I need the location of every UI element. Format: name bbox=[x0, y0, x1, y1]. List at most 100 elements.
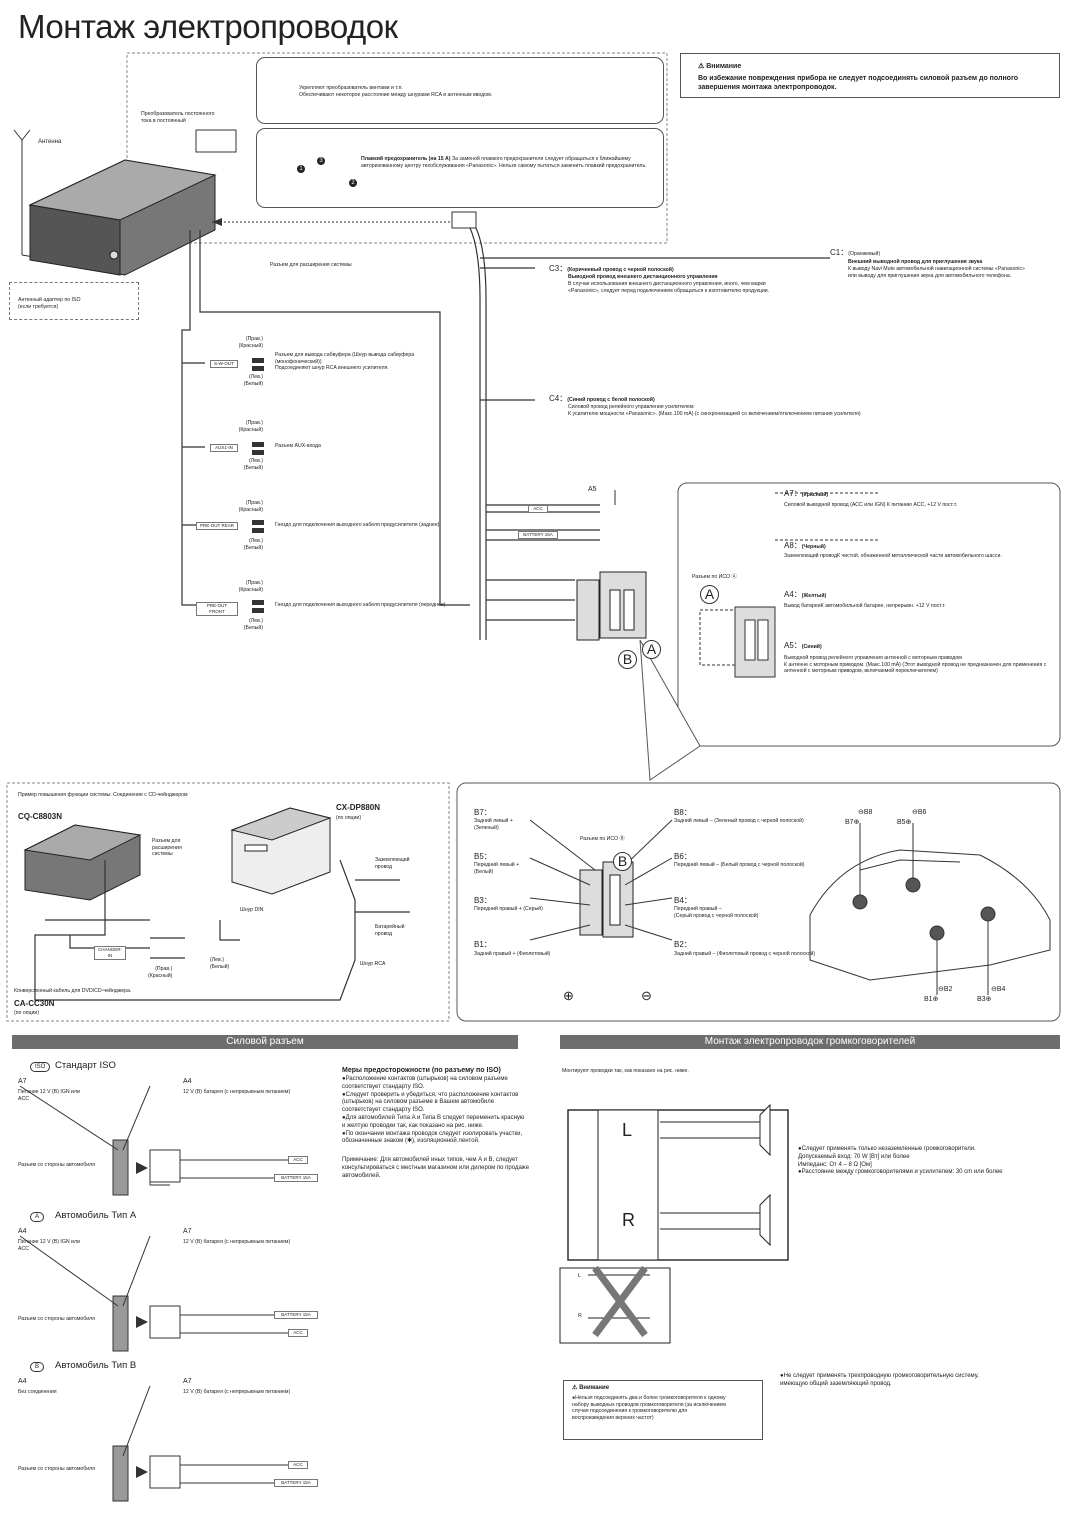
speaker-map-frame bbox=[456, 782, 1061, 1022]
b1-label: B1： bbox=[474, 940, 492, 949]
aux-left: (Лев.)(Белый) bbox=[243, 458, 263, 471]
b6-text: Передний левый – (Белый провод с черной … bbox=[674, 862, 805, 868]
a5-text: Выводной провод релейного управления ант… bbox=[784, 655, 1047, 674]
iso-car-side: Разъем со стороны автомобиля bbox=[18, 1162, 95, 1168]
a8-text: Заземляющий проводК чистой, обнаженной м… bbox=[784, 553, 1002, 559]
type-a-battery-tag: BATTERY 15A bbox=[274, 1311, 318, 1319]
type-b-battery-tag: BATTERY 15A bbox=[274, 1479, 318, 1487]
three-wire-note: ●Не следует применять трехпроводную гром… bbox=[780, 1373, 979, 1387]
front-tag: PRE-OUT FRONT bbox=[196, 602, 238, 616]
acc-tag: ACC bbox=[528, 505, 548, 513]
type-b-car-side: Разъем со стороны автомобиля bbox=[18, 1466, 95, 1472]
expansion-label: Разъем для расширения системы bbox=[270, 262, 352, 268]
iso-a7: A7 bbox=[18, 1078, 27, 1085]
a5-tag: A5 bbox=[588, 486, 597, 493]
type-b-battery-cont: 12 V (B) батарея (с непрерывным питанием… bbox=[183, 1389, 291, 1395]
b7-label: B7： bbox=[474, 808, 492, 817]
top-dashed-frame bbox=[126, 52, 668, 244]
iso-power-ign: Питание 12 V (B) IGN или ACC bbox=[18, 1089, 80, 1102]
type-b-logo: B bbox=[30, 1362, 45, 1372]
car-b3: B3⊕ bbox=[977, 996, 992, 1003]
iso-detail-box bbox=[677, 482, 1061, 747]
sw-left: (Лев.)(Белый) bbox=[243, 374, 263, 387]
detail-leaders bbox=[699, 492, 880, 666]
iso-adapter-label: Антенный адаптер по ISO (если требуется) bbox=[18, 297, 81, 310]
wrong-r: R bbox=[578, 1313, 582, 1319]
precautions-title: Меры предосторожности (по разъему по ISO… bbox=[342, 1067, 501, 1074]
type-b-a4: A4 bbox=[18, 1378, 27, 1385]
a4-label: A4：(Желтый) bbox=[784, 590, 827, 599]
step-1-marker: 1 bbox=[297, 165, 305, 173]
warning-icon: ⚠ bbox=[572, 1385, 578, 1391]
changer-expansion: Разъем для расширения системы bbox=[152, 838, 182, 857]
wrong-l: L bbox=[578, 1273, 581, 1279]
antenna-label: Антенна bbox=[38, 139, 62, 145]
speaker-l: L bbox=[622, 1120, 633, 1140]
car-drawing bbox=[809, 823, 1051, 995]
b4-label: B4： bbox=[674, 896, 692, 905]
plus-symbol: ⊕ bbox=[563, 988, 574, 1003]
letter-a-marker: A bbox=[700, 585, 719, 604]
type-a-acc-tag: ACC bbox=[288, 1329, 308, 1337]
type-a-battery-cont: 12 V (B) батарея (с непрерывным питанием… bbox=[183, 1239, 291, 1245]
b5-text: Передний левый + (Белый) bbox=[474, 862, 520, 875]
type-a-power-ign: Питание 12 V (B) IGN или ACC bbox=[18, 1239, 80, 1252]
conversion-label: Конверсионный кабель для DVD/CD-чейнджер… bbox=[14, 988, 132, 994]
car-b7: B7⊕ bbox=[845, 819, 860, 826]
fuse-text: За заменой плавкого предохранителя следу… bbox=[361, 156, 647, 169]
rca-label: Шнур RCA bbox=[360, 961, 386, 967]
rear-left: (Лев.)(Белый) bbox=[243, 538, 263, 551]
aux-right: (Прав.)(Красный) bbox=[238, 420, 263, 433]
b2-label: B2： bbox=[674, 940, 692, 949]
caution-text: ●Нельзя подсоединять два и более громког… bbox=[572, 1395, 726, 1421]
speaker-wiring-drawing bbox=[567, 1103, 789, 1261]
aux-tag: AUX1-IN bbox=[210, 444, 238, 452]
speaker-wrong-drawing bbox=[559, 1265, 671, 1344]
c4-label: C4：(Синий провод с белой полоской) bbox=[549, 394, 655, 403]
rear-label: Гнездо для подключения выходного кабеля … bbox=[275, 522, 440, 528]
aux-label: Разъем AUX-входа bbox=[275, 443, 321, 449]
iso-logo: ISO bbox=[30, 1062, 51, 1072]
step-2-marker: 2 bbox=[349, 179, 357, 187]
car-b5: B5⊕ bbox=[897, 819, 912, 826]
type-b-title: Автомобиль Тип B bbox=[55, 1360, 137, 1371]
caution-box: ⚠ Внимание ●Нельзя подсоединять два и бо… bbox=[563, 1380, 763, 1440]
power-section-bar: Силовой разъем bbox=[12, 1035, 518, 1049]
a5-label: A5：(Синий) bbox=[784, 641, 822, 650]
power-connector-drawings bbox=[19, 1085, 290, 1502]
cq-model: CQ-C8803N bbox=[18, 812, 63, 821]
step-3-marker: 3 bbox=[317, 157, 325, 165]
cx-changer-drawing bbox=[230, 807, 332, 895]
head-unit-drawing bbox=[28, 159, 217, 276]
speaker-intro: Монтируют проводки так, как показано на … bbox=[562, 1068, 689, 1074]
car-b2: ⊖B2 bbox=[938, 986, 953, 993]
cc-option: (по опции) bbox=[14, 1010, 40, 1016]
iso-acc-tag: ACC bbox=[288, 1156, 308, 1164]
attention-box: ⚠ Внимание Во избежание повреждения приб… bbox=[680, 53, 1060, 98]
iso-battery-cont: 12 V (B) батарея (с непрерывным питанием… bbox=[183, 1089, 291, 1095]
attention-title: ⚠ Внимание bbox=[698, 63, 742, 70]
iso-a4: A4 bbox=[183, 1078, 192, 1085]
cx-option: (по опции) bbox=[336, 815, 362, 821]
c1-title: Внешний выводной провод для приглушения … bbox=[848, 259, 983, 265]
type-b-no-conn: Без соединения bbox=[18, 1389, 57, 1395]
a7-label: A7：(Красный) bbox=[784, 489, 829, 498]
rca-harness bbox=[181, 230, 470, 606]
b5-label: B5： bbox=[474, 852, 492, 861]
a8-label: A8：(Черный) bbox=[784, 541, 826, 550]
battery-wire-label: Батарейный провод bbox=[375, 924, 405, 937]
cq-unit-drawing bbox=[23, 824, 142, 901]
car-side-connector-drawing bbox=[734, 606, 776, 678]
ground-wire-label: Заземляющий провод bbox=[375, 857, 410, 870]
b8-label: B8： bbox=[674, 808, 692, 817]
insert-arrows bbox=[136, 1162, 148, 1478]
b4-text: Передний правый – (Серый провод с черной… bbox=[674, 906, 759, 919]
b8-text: Задний левый – (Зеленый провод с черной … bbox=[674, 818, 804, 824]
converter-label: Преобразователь постоянного тока в посто… bbox=[141, 111, 215, 124]
cx-model: CX-DP880N bbox=[336, 803, 381, 812]
car-b6: ⊖B6 bbox=[912, 809, 927, 816]
c1-label: C1：(Оранжевый) bbox=[830, 248, 881, 257]
front-right: (Прав.)(Красный) bbox=[238, 580, 263, 593]
c1-text: К выводу Navi Mute автомобильной навигац… bbox=[848, 266, 1025, 279]
callout-pointer bbox=[639, 639, 701, 781]
